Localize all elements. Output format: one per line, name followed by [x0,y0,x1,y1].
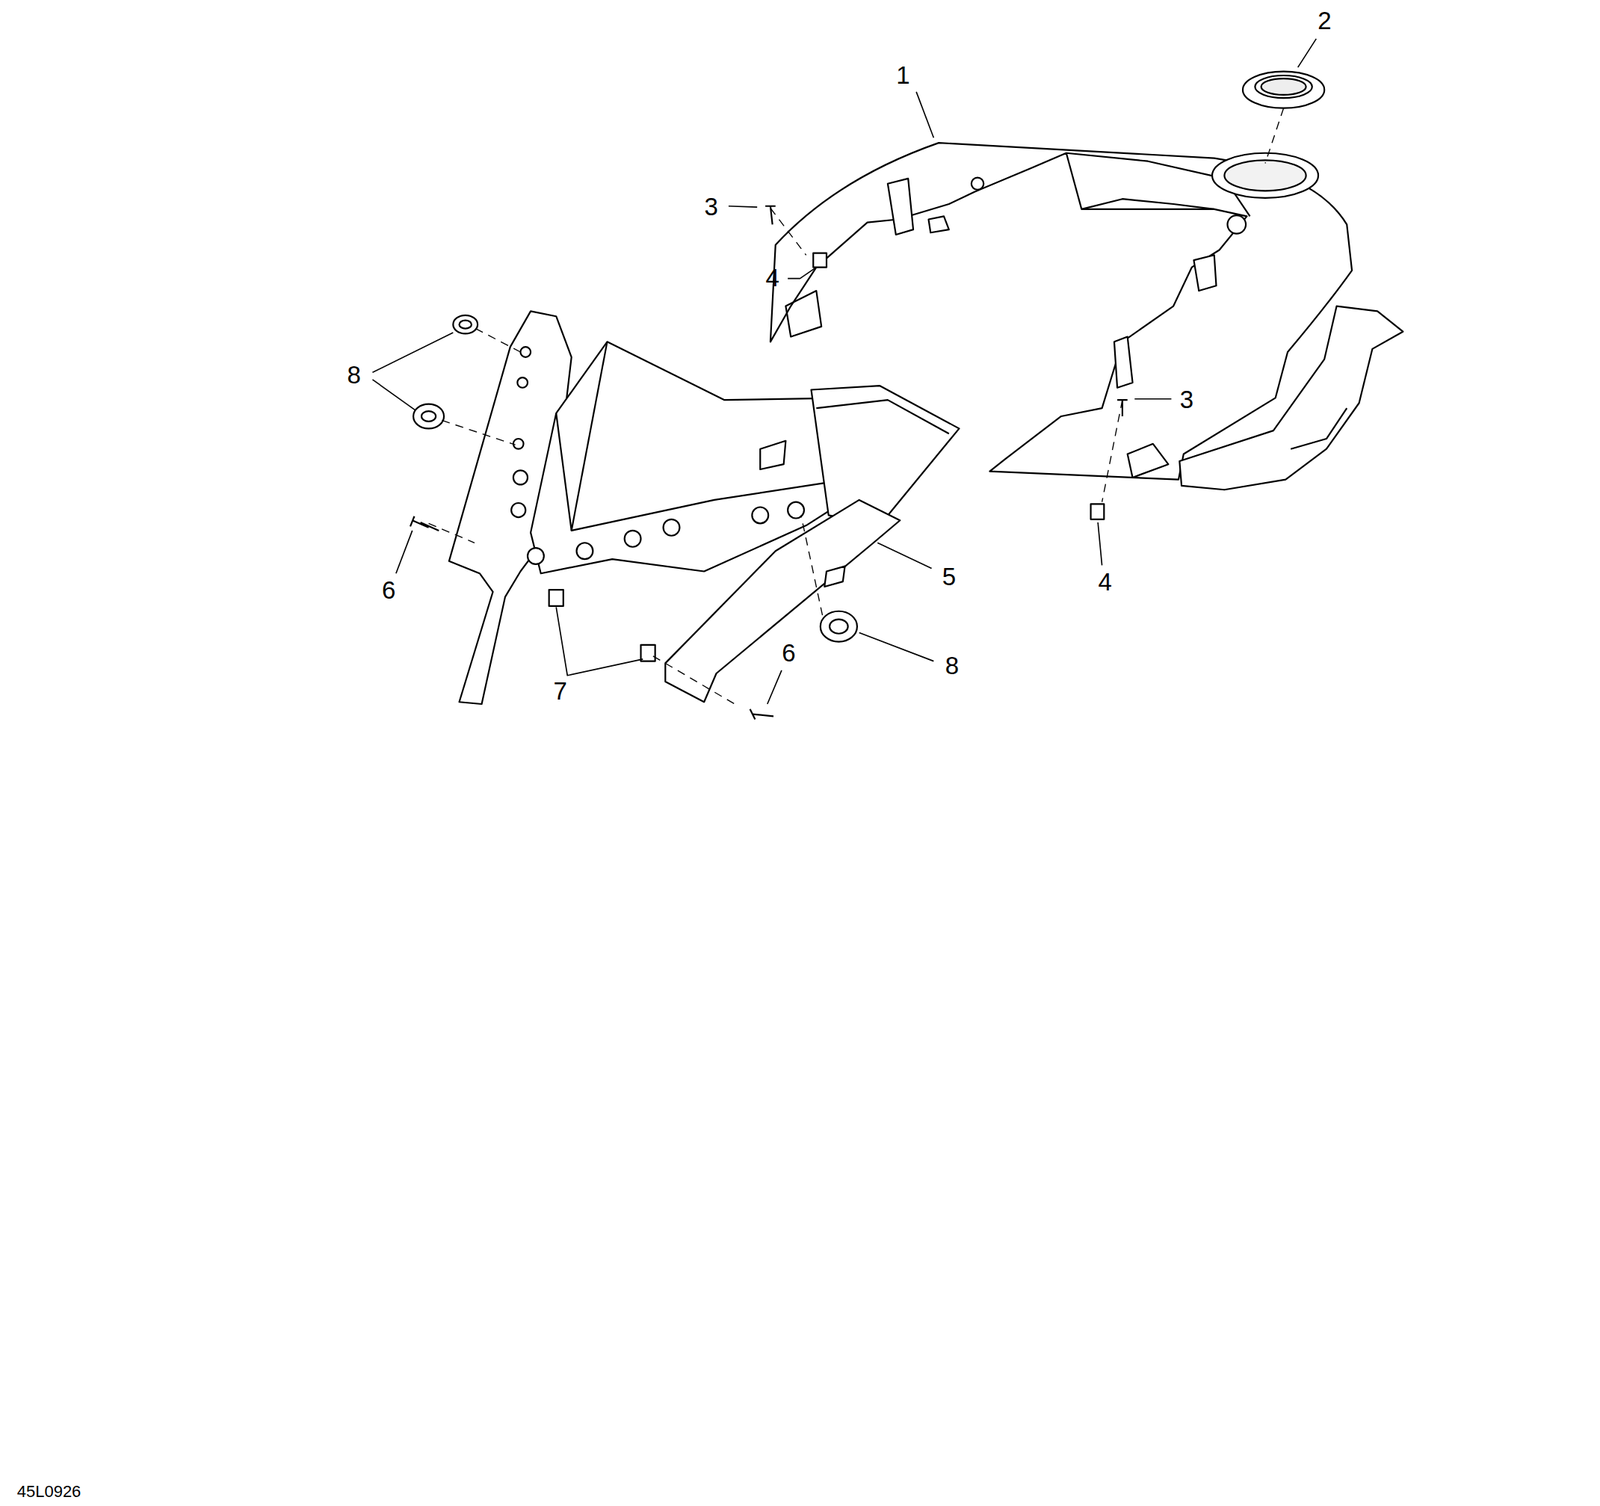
drawing-stroke [760,440,786,470]
drawing-stroke [421,411,436,422]
drawing-stroke [663,519,681,536]
drawing-stroke [787,267,817,279]
drawing-stroke [785,290,822,337]
drawing-stroke [887,178,914,235]
drawing-stroke [527,547,545,565]
drawing-stroke [1097,522,1102,565]
drawing-stroke [372,379,415,411]
drawing-stroke [475,328,521,352]
filler-ring [1242,71,1325,164]
drawing-stroke [1265,108,1284,164]
drawing-stroke [576,542,594,559]
drawing-stroke [517,377,528,388]
drawing-stroke [801,514,823,616]
assembly-lines [428,207,1123,704]
drawing-stroke [767,670,782,704]
drawing-stroke [653,656,735,704]
drawing-stroke [928,215,950,233]
drawing-number: 45L0926 [17,1483,82,1500]
drawing-stroke [1114,337,1133,388]
drawing-stroke [816,399,949,434]
callout-number: 8 [945,653,959,678]
drawing-stroke [1127,443,1169,478]
callout-number: 3 [1180,386,1194,412]
drawing-stroke [1081,198,1214,210]
drawing-stroke [511,502,526,518]
front-cowl [449,310,960,704]
drawing-stroke [556,606,643,675]
drawing-stroke [829,619,849,634]
drawing-stroke [413,404,444,429]
drawing-stroke [916,91,934,138]
drawing-stroke [372,332,453,373]
drawing-stroke [571,341,608,531]
drawing-stroke [624,530,642,548]
drawing-stroke [1242,71,1325,109]
drawing-stroke [811,385,960,526]
drawing-stroke [1179,306,1403,491]
drawing-stroke [665,499,900,702]
drawing-stroke [1254,75,1312,98]
drawing-stroke [410,516,439,531]
leader-lines [372,38,1317,704]
drawing-stroke [513,470,528,485]
drawing-stroke [1298,38,1317,68]
drawing-stroke [750,709,774,720]
drawing-stroke [641,644,656,662]
drawing-stroke [971,177,984,190]
callout-number: 4 [765,265,779,290]
callout-number: 1 [896,62,910,87]
side-panel [1179,306,1403,491]
drawing-stroke [1193,254,1216,291]
drawing-stroke [513,438,524,450]
drawing-stroke [728,206,758,208]
callout-number: 7 [553,678,567,704]
drawing-stroke [556,413,847,531]
drawing-stroke [820,611,858,642]
drawing-stroke [452,315,478,335]
drawing-stroke [1261,78,1307,95]
drawing-stroke [396,530,413,574]
drawing-stroke [459,320,472,329]
drawing-stroke [1091,503,1105,519]
callout-number: 6 [781,639,796,665]
drawing-stroke [877,542,932,568]
drawing-stroke [813,253,827,268]
drawing-stroke [751,506,769,524]
drawing-stroke [770,207,807,255]
drawing-stroke [824,566,845,587]
drawing-stroke [1290,408,1347,450]
drawing-stroke [428,523,475,543]
fasteners [410,206,1128,720]
drawing-stroke [1212,153,1319,199]
callout-number: 2 [1317,8,1331,33]
drawing-stroke [859,632,935,661]
callout-number: 6 [381,577,396,603]
drawing-stroke [520,346,531,358]
callout-number: 8 [347,362,361,388]
drawing-stroke [1134,398,1172,400]
callout-number: 3 [704,193,719,219]
drawing-stroke [1102,399,1123,503]
drawing-stroke [549,589,564,607]
drawing-stroke [1227,215,1247,234]
drawing-stroke [1224,159,1306,191]
callout-number: 5 [942,564,956,589]
drawing-stroke [441,419,515,445]
callout-number: 4 [1098,569,1113,595]
